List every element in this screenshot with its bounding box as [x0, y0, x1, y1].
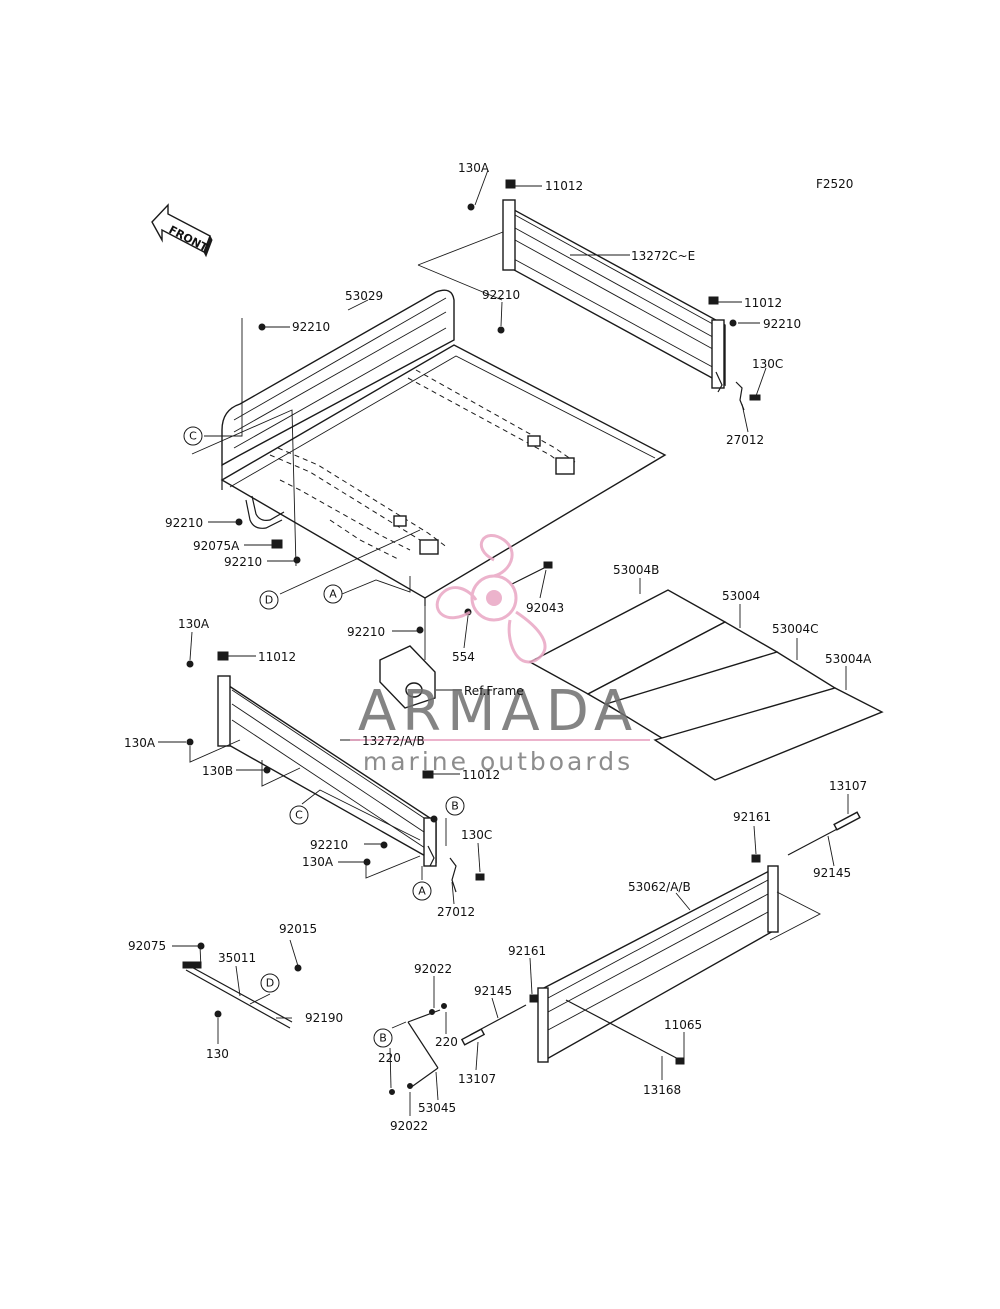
- part-label: 130A: [458, 161, 490, 175]
- callout-B-cable: B: [373, 1028, 393, 1048]
- part-label: 11012: [545, 179, 583, 193]
- svg-text:B: B: [379, 1032, 387, 1045]
- part-label: 92145: [474, 984, 512, 998]
- part-label: 53004A: [825, 652, 872, 666]
- part-label: 92161: [733, 810, 771, 824]
- part-label: 130B: [202, 764, 233, 778]
- part-label: 92190: [305, 1011, 343, 1025]
- part-label: 53045: [418, 1101, 456, 1115]
- part-label: 92161: [508, 944, 546, 958]
- part-label: 130A: [302, 855, 334, 869]
- part-label: Ref.Frame: [464, 684, 524, 698]
- part-label: 53029: [345, 289, 383, 303]
- part-label: 92210: [347, 625, 385, 639]
- part-label: 220: [435, 1035, 458, 1049]
- part-label: 92210: [165, 516, 203, 530]
- part-label: 92015: [279, 922, 317, 936]
- side-gate-panel: [186, 651, 485, 893]
- tailgate: [460, 811, 861, 1065]
- part-label: 13107: [458, 1072, 496, 1086]
- part-label: 554: [452, 650, 475, 664]
- part-label: 92022: [390, 1119, 428, 1133]
- part-label: 130C: [752, 357, 783, 371]
- part-label: 27012: [726, 433, 764, 447]
- callout-D-upper: D: [259, 590, 279, 610]
- part-label: 92043: [526, 601, 564, 615]
- svg-text:D: D: [266, 977, 274, 990]
- part-label: 92210: [310, 838, 348, 852]
- part-label: 13272C~E: [631, 249, 695, 263]
- part-label: 130: [206, 1047, 229, 1061]
- watermark-brand: ARMADA: [358, 679, 638, 744]
- floor-mats: [528, 589, 884, 781]
- part-label: 11065: [664, 1018, 702, 1032]
- frame-reference: [379, 602, 436, 709]
- rear-gate-panel: [467, 179, 761, 411]
- part-label: 92075: [128, 939, 166, 953]
- part-label: 92210: [482, 288, 520, 302]
- part-label: 13107: [829, 779, 867, 793]
- part-label: 220: [378, 1051, 401, 1065]
- part-label: 92210: [292, 320, 330, 334]
- part-label: 11012: [744, 296, 782, 310]
- part-label: 130C: [461, 828, 492, 842]
- part-label: 92145: [813, 866, 851, 880]
- callout-C-side: C: [289, 805, 309, 825]
- part-label: 130A: [178, 617, 210, 631]
- part-label: 13168: [643, 1083, 681, 1097]
- part-label: 53062/A/B: [628, 880, 691, 894]
- part-label: 11012: [462, 768, 500, 782]
- cargo-bed: [220, 289, 667, 634]
- callout-D-rod: D: [260, 973, 280, 993]
- callout-A-side: A: [412, 881, 432, 901]
- latch-rod: [182, 942, 302, 1029]
- svg-text:A: A: [329, 588, 337, 601]
- svg-text:C: C: [189, 430, 197, 443]
- part-label: 11012: [258, 650, 296, 664]
- support-cable: [389, 1003, 447, 1095]
- part-label: 92210: [763, 317, 801, 331]
- part-label: 35011: [218, 951, 256, 965]
- part-label: 92075A: [193, 539, 240, 553]
- part-label: 13272/A/B: [362, 734, 425, 748]
- svg-text:B: B: [451, 800, 459, 813]
- callout-A-upper: A: [323, 584, 343, 604]
- figure-code: F2520: [816, 177, 853, 191]
- svg-text:A: A: [418, 885, 426, 898]
- front-arrow-icon: FRONT: [151, 203, 213, 258]
- watermark-logo: ARMADA marine outboards: [350, 534, 650, 776]
- part-label: 27012: [437, 905, 475, 919]
- svg-text:D: D: [265, 594, 273, 607]
- part-label: 92022: [414, 962, 452, 976]
- watermark-tagline: marine outboards: [363, 747, 633, 776]
- part-label: 53004: [722, 589, 760, 603]
- callout-C-upper: C: [183, 426, 203, 446]
- callout-B-side: B: [445, 796, 465, 816]
- svg-text:C: C: [295, 809, 303, 822]
- part-label: 53004B: [613, 563, 659, 577]
- part-label: 53004C: [772, 622, 819, 636]
- part-label: 92210: [224, 555, 262, 569]
- part-label: 130A: [124, 736, 156, 750]
- leader-lines: [158, 169, 849, 1116]
- propeller-icon: [435, 534, 547, 664]
